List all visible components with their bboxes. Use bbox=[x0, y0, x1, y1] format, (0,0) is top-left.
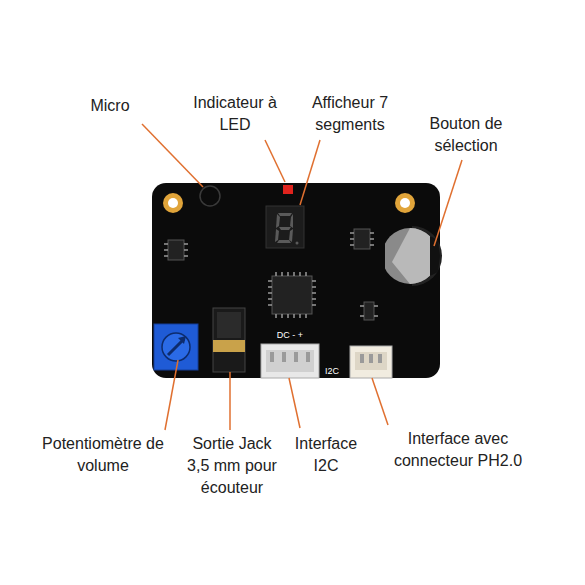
small-ic bbox=[360, 302, 378, 320]
selection-knob bbox=[381, 226, 442, 286]
part-label: Potentiomètre de volume bbox=[42, 433, 164, 477]
board bbox=[152, 183, 440, 378]
led bbox=[283, 185, 293, 194]
part-label: Sortie Jack 3,5 mm pour écouteur bbox=[181, 433, 283, 499]
audio-jack bbox=[213, 308, 245, 372]
small-ic bbox=[164, 240, 188, 260]
volume-potentiometer bbox=[154, 324, 198, 370]
part-label: Micro bbox=[80, 95, 140, 117]
part-label: Indicateur à LED bbox=[189, 92, 281, 136]
mounting-hole bbox=[163, 193, 183, 213]
seven-segment-display bbox=[266, 206, 304, 248]
part-label: Interface I2C bbox=[286, 433, 366, 477]
i2c-connector bbox=[261, 344, 319, 378]
small-ic bbox=[350, 229, 374, 249]
microcontroller bbox=[268, 272, 316, 318]
mounting-hole bbox=[395, 193, 415, 213]
leader-lines bbox=[142, 124, 462, 430]
silkscreen-text: DC - + bbox=[260, 330, 320, 340]
part-label: Bouton de sélection bbox=[419, 113, 513, 157]
silkscreen-text: I2C bbox=[320, 366, 344, 376]
part-label: Afficheur 7 segments bbox=[305, 92, 395, 136]
ph20-connector bbox=[350, 346, 392, 378]
display-segments bbox=[275, 213, 293, 243]
part-label: Interface avec connecteur PH2.0 bbox=[387, 428, 529, 472]
microphone bbox=[200, 186, 220, 206]
